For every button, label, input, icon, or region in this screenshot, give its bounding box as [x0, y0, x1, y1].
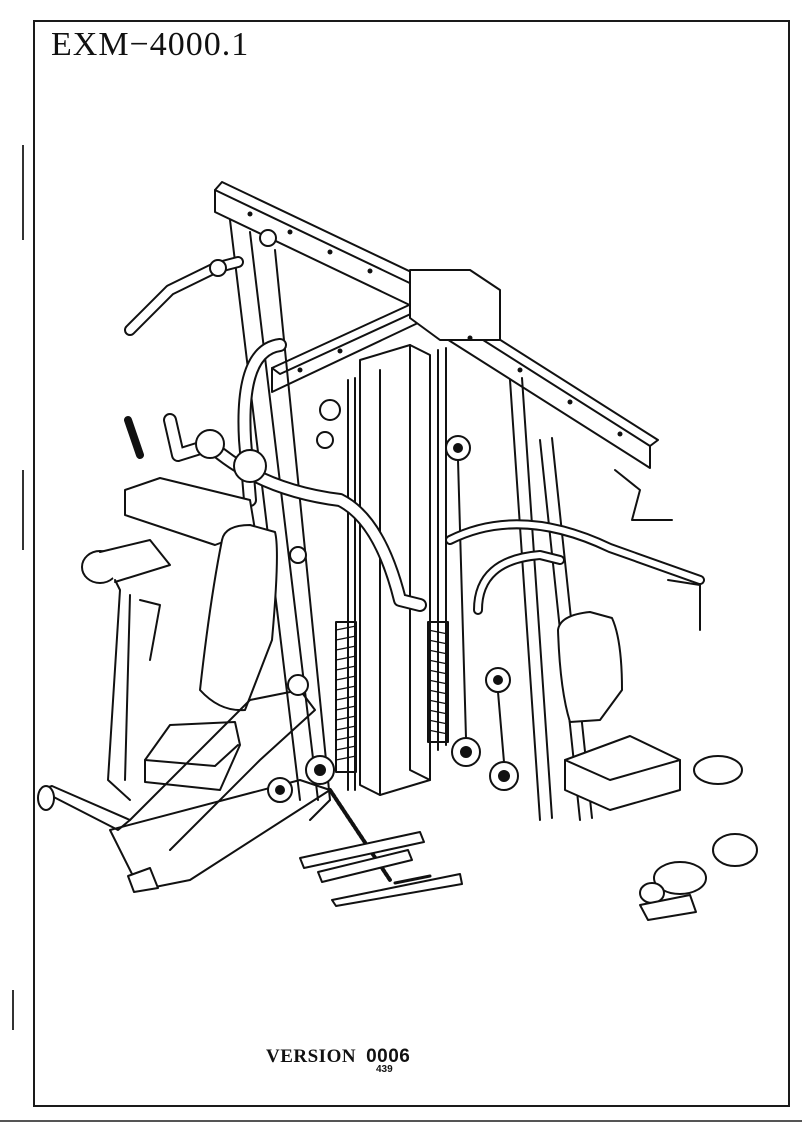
- floor-bars: [299, 788, 463, 907]
- scan-mark: [12, 990, 14, 1030]
- model-number: EXM−4000.1: [51, 26, 250, 63]
- document-frame: EXM−4000.1: [33, 20, 790, 1107]
- scan-mark: [22, 470, 24, 550]
- version-label: VERSION 0006: [266, 1046, 410, 1068]
- version-code: 0006: [366, 1046, 411, 1067]
- page-bottom-edge: [0, 1120, 802, 1122]
- version-text: VERSION: [266, 1046, 357, 1067]
- left-station: [37, 219, 427, 893]
- scan-mark: [22, 145, 24, 240]
- page-number: 439: [376, 1064, 393, 1075]
- top-frame: [214, 181, 659, 469]
- right-station: [445, 377, 758, 921]
